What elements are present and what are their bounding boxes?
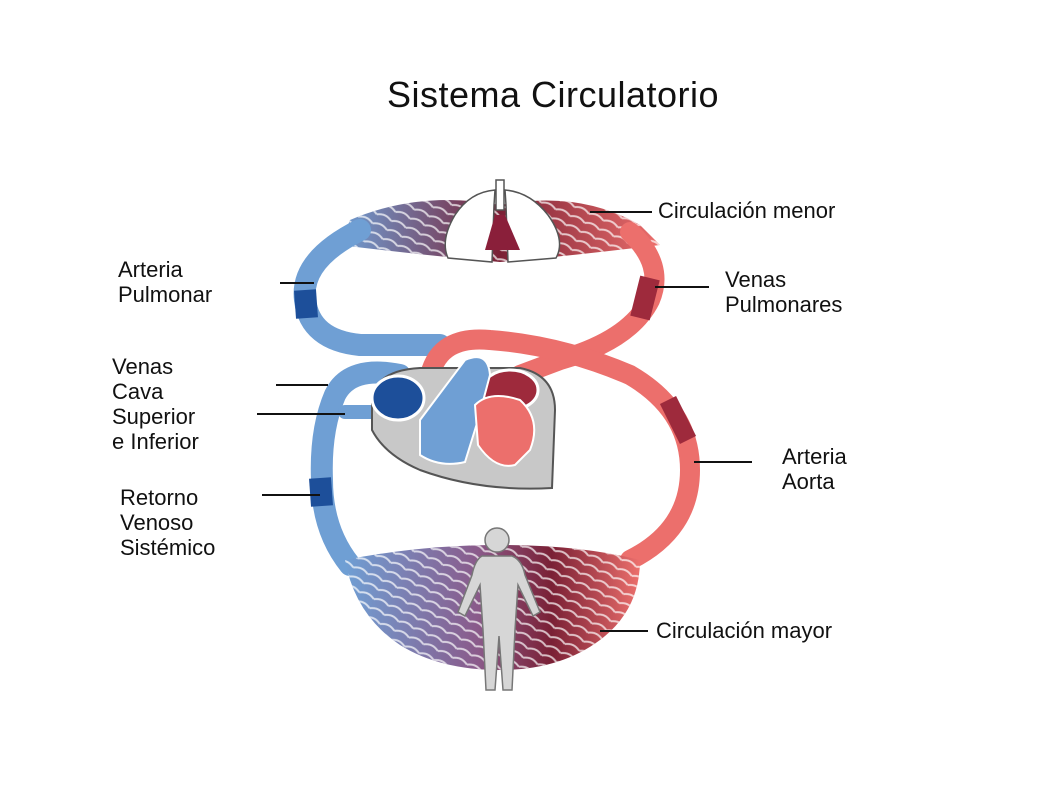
label-venas-cava: Venas Cava Superior e Inferior bbox=[112, 354, 199, 454]
leader-circulacion-mayor bbox=[600, 630, 648, 632]
leader-arteria-aorta bbox=[694, 461, 752, 463]
label-circulacion-menor: Circulación menor bbox=[658, 198, 836, 223]
label-venas-pulmonares: Venas Pulmonares bbox=[725, 267, 843, 317]
aorta-vessel bbox=[420, 329, 701, 570]
leader-venas-pulmonares bbox=[655, 286, 709, 288]
leader-venas-cava-superior bbox=[276, 384, 328, 386]
leader-arteria-pulmonar bbox=[280, 282, 314, 284]
label-circulacion-mayor: Circulación mayor bbox=[656, 618, 833, 643]
label-arteria-aorta: Arteria Aorta bbox=[782, 444, 847, 494]
diagram-title: Sistema Circulatorio bbox=[386, 74, 720, 115]
leader-circulacion-menor bbox=[590, 211, 652, 213]
leader-venas-cava-inferior bbox=[257, 413, 345, 415]
label-arteria-pulmonar: Arteria Pulmonar bbox=[118, 257, 213, 307]
label-retorno-venoso: Retorno Venoso Sistémico bbox=[120, 485, 216, 560]
lungs-icon bbox=[444, 179, 561, 263]
heart-icon bbox=[370, 356, 557, 490]
leader-retorno-venoso bbox=[262, 494, 320, 496]
human-figure-icon bbox=[457, 527, 541, 691]
pulmonary-artery-vessel bbox=[293, 219, 451, 356]
